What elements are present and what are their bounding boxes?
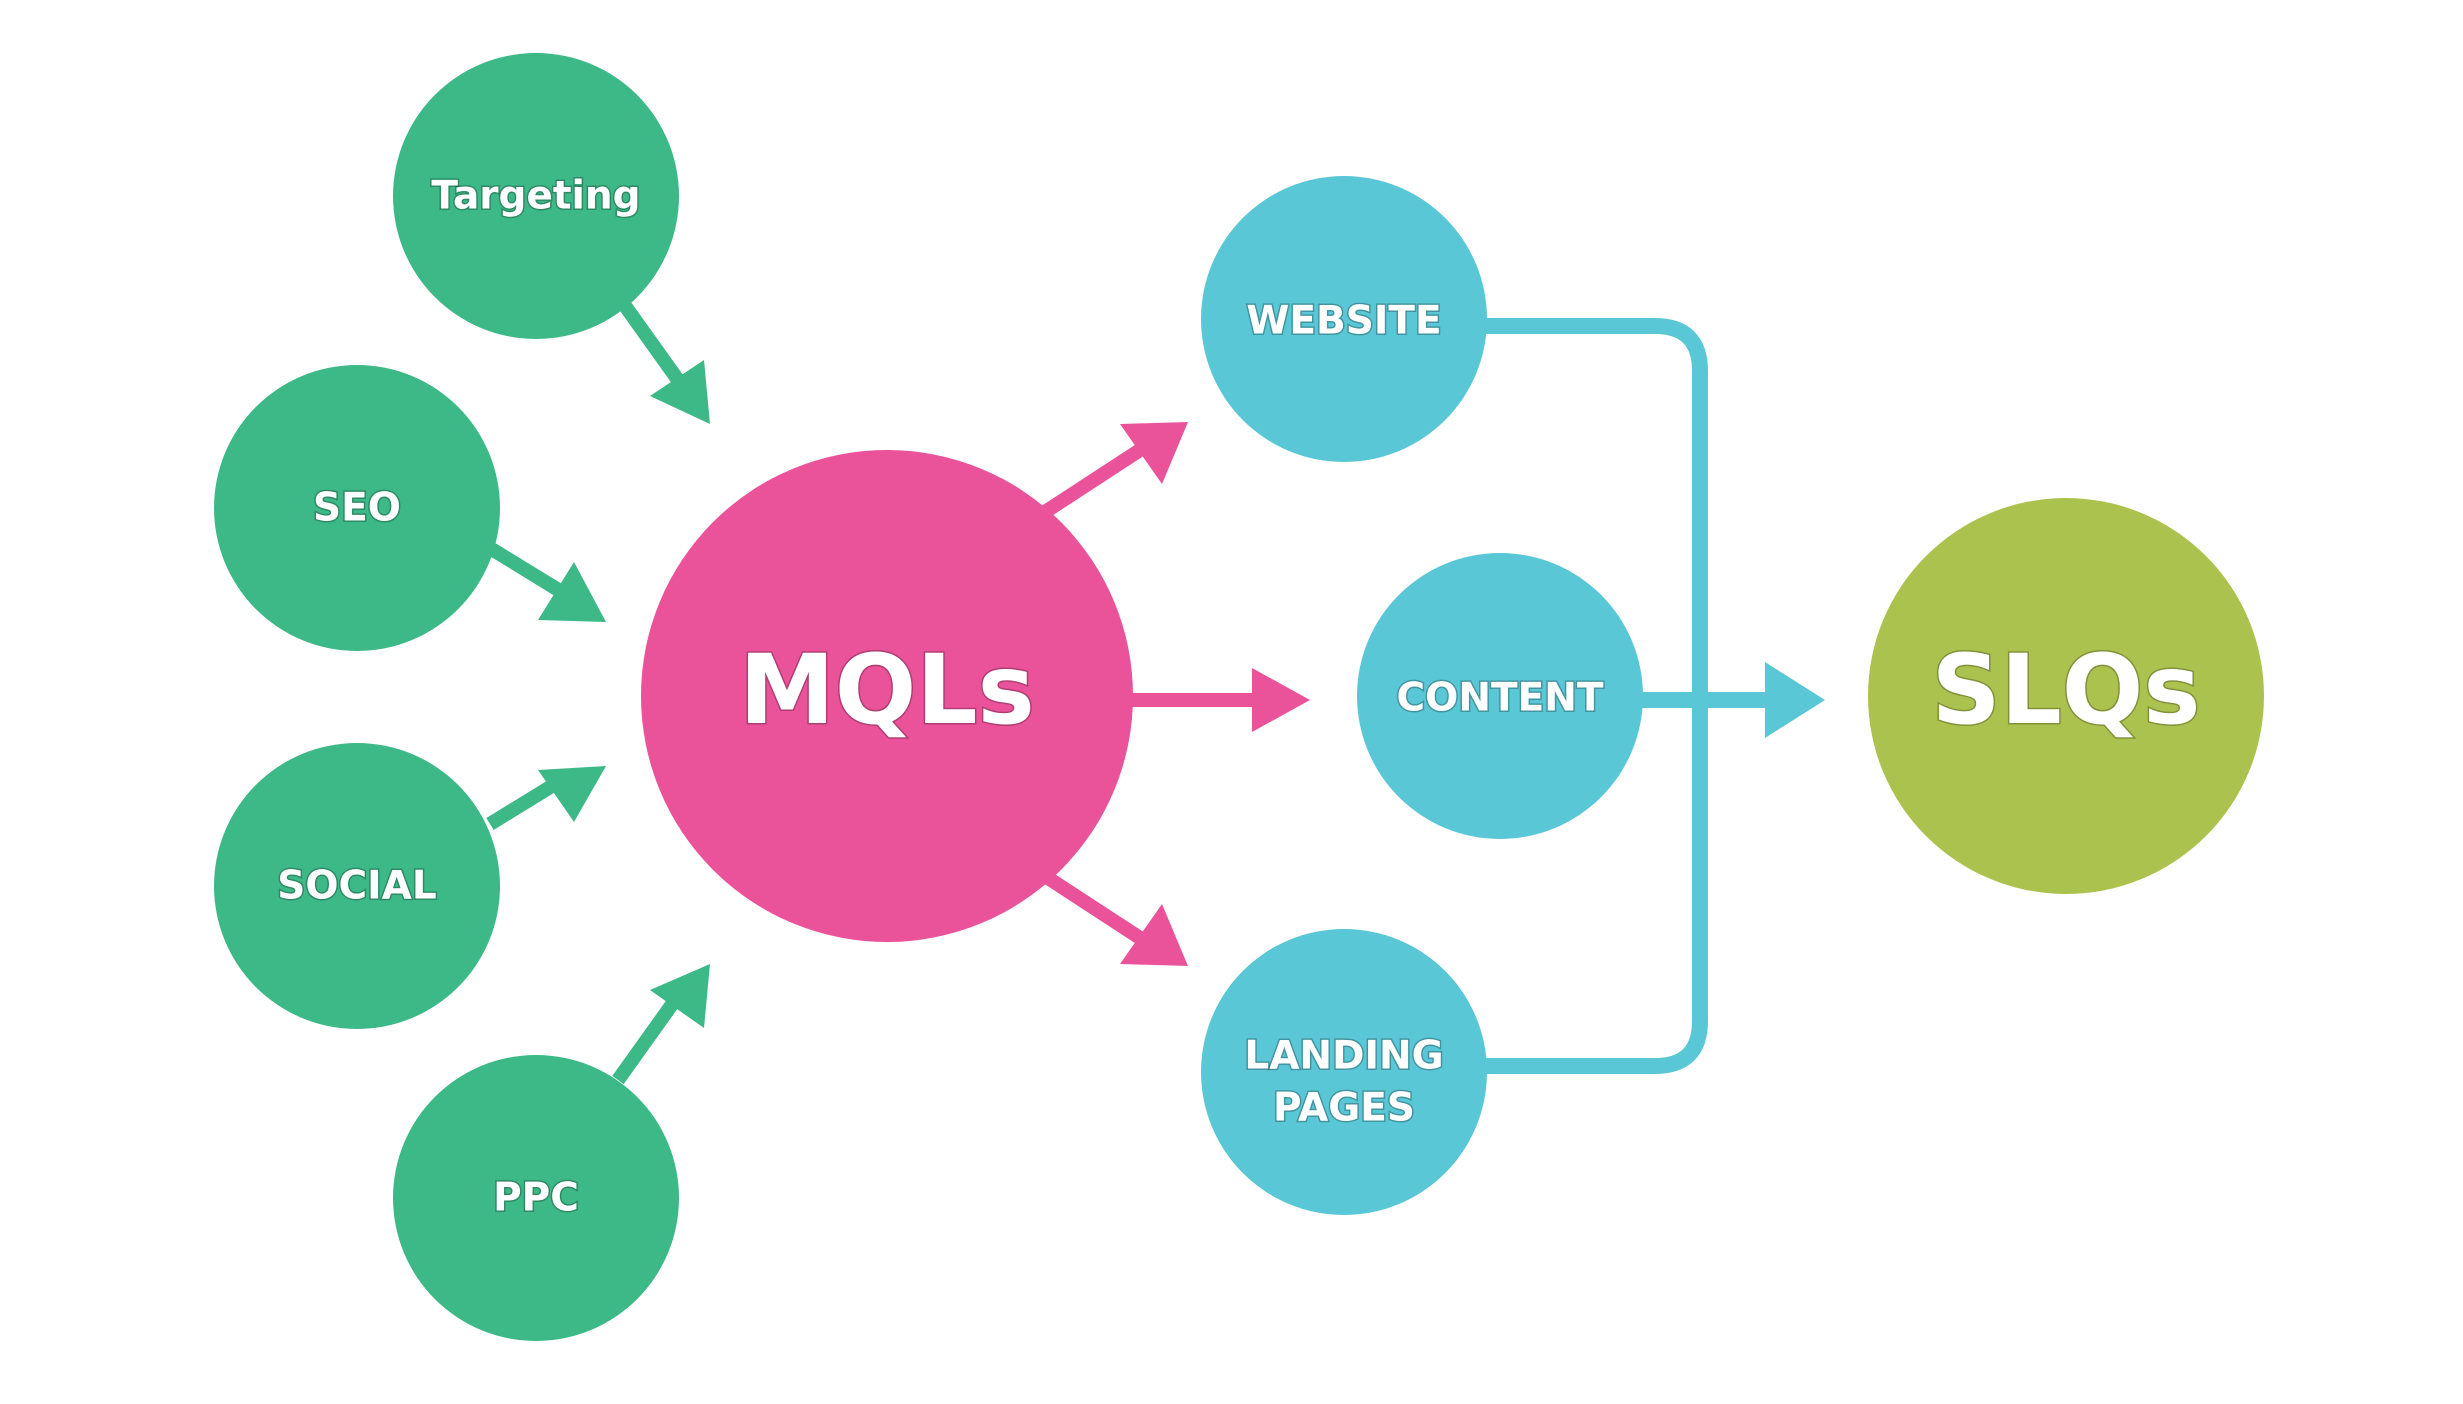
label-website: WEBSITE	[1246, 299, 1441, 344]
channel-connectors	[1480, 318, 1825, 1074]
arrow-targeting	[612, 291, 710, 424]
label-targeting: Targeting	[431, 174, 640, 219]
arrow-ppc	[612, 964, 710, 1085]
label-landing-line2: PAGES	[1273, 1086, 1415, 1131]
node-social: SOCIAL	[214, 743, 500, 1029]
arrow-landing-pages	[1041, 870, 1188, 966]
label-seo: SEO	[313, 486, 401, 531]
arrow-seo	[486, 542, 606, 622]
mql-arrows	[1041, 422, 1310, 966]
label-ppc: PPC	[493, 1176, 579, 1221]
label-content: CONTENT	[1397, 676, 1604, 721]
node-targeting: Targeting	[393, 53, 679, 339]
arrow-social	[486, 766, 606, 830]
source-arrows	[486, 291, 710, 1085]
label-mqls: MQLs	[739, 634, 1034, 746]
node-seo: SEO	[214, 365, 500, 651]
node-slqs: SLQs	[1868, 498, 2264, 894]
arrow-website	[1041, 422, 1188, 518]
label-social: SOCIAL	[277, 864, 436, 909]
node-website: WEBSITE	[1201, 176, 1487, 462]
node-content: CONTENT	[1357, 553, 1643, 839]
label-landing-line1: LANDING	[1244, 1034, 1443, 1079]
arrow-content	[1130, 668, 1310, 732]
node-mqls: MQLs	[641, 450, 1133, 942]
arrow-to-slqs	[1765, 662, 1825, 738]
node-landing-pages: LANDING PAGES	[1201, 929, 1487, 1215]
label-slqs: SLQs	[1931, 634, 2200, 746]
node-ppc: PPC	[393, 1055, 679, 1341]
